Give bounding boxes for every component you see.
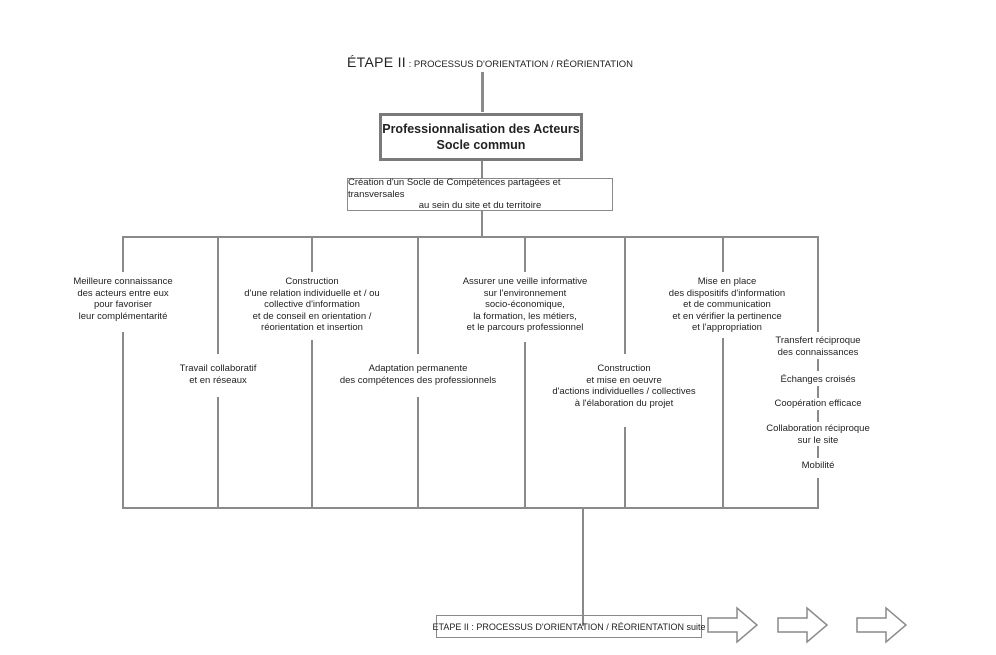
sub-box: Création d'un Socle de Compétences parta…: [347, 177, 613, 212]
connector-bottom-box: [582, 624, 584, 626]
drop-8: [817, 236, 819, 332]
top-bus: [122, 236, 819, 238]
node-line: socio-économique,: [485, 299, 565, 310]
node-line: la formation, les métiers,: [473, 310, 577, 322]
node-line: Mobilité: [801, 460, 835, 471]
node-line: à l'élaboration du projet: [574, 397, 674, 409]
lower-8: [817, 478, 819, 508]
node-line: sur le site: [797, 434, 839, 446]
node-line: et en réseaux: [189, 374, 247, 386]
node-line: des compétences des professionnels: [339, 374, 497, 386]
sub-box-line2: au sein du site et du territoire: [418, 200, 542, 212]
node-construction-relation: Construction d'une relation individuelle…: [232, 276, 392, 334]
lower-2: [217, 397, 219, 508]
sublist-connector-2: [817, 386, 819, 398]
node-travail-collaboratif: Travail collaboratif et en réseaux: [160, 363, 276, 386]
main-box-line1: Professionnalisation des Acteurs: [382, 122, 580, 136]
node-line: Construction: [597, 363, 651, 374]
lower-5: [524, 342, 526, 508]
title-process: : PROCESSUS D'ORIENTATION / RÉORIENTATIO…: [405, 59, 633, 70]
node-line: et de conseil en orientation /: [252, 310, 372, 322]
node-line: des dispositifs d'information: [668, 287, 786, 299]
lower-3: [311, 340, 313, 508]
lower-6: [624, 427, 626, 508]
node-line: sur l'environnement: [483, 287, 567, 299]
lower-1: [122, 332, 124, 508]
title-stage: ÉTAPE II: [347, 54, 406, 70]
lower-7: [722, 338, 724, 508]
node-veille-informative: Assurer une veille informative sur l'env…: [448, 276, 602, 334]
node-mise-en-place: Mise en place des dispositifs d'informat…: [654, 276, 800, 334]
node-line: leur complémentarité: [78, 310, 168, 322]
sublist-mobilite: Mobilité: [756, 460, 880, 472]
sub-box-line1: Création d'un Socle de Compétences parta…: [348, 177, 561, 200]
drop-3: [311, 236, 313, 272]
sublist-collaboration: Collaboration réciproque sur le site: [756, 423, 880, 446]
drop-1: [122, 236, 124, 272]
drop-5: [524, 236, 526, 272]
sublist-cooperation: Coopération efficace: [756, 398, 880, 410]
node-line: Collaboration réciproque: [766, 423, 870, 434]
connector-main-sub: [481, 161, 483, 178]
node-construction-mise-en-oeuvre: Construction et mise en oeuvre d'actions…: [542, 363, 706, 409]
node-line: Mise en place: [697, 276, 757, 287]
node-line: et mise en oeuvre: [586, 374, 662, 386]
arrow-right-icon: [707, 606, 759, 644]
drop-2: [217, 236, 219, 354]
node-line: Construction: [285, 276, 339, 287]
drop-6: [624, 236, 626, 354]
lower-4: [417, 397, 419, 508]
sublist-connector-3: [817, 410, 819, 422]
node-line: pour favoriser: [93, 299, 153, 310]
drop-4: [417, 236, 419, 354]
connector-sub-bus: [481, 211, 483, 236]
connector-title-main: [481, 72, 484, 112]
node-line: des acteurs entre eux: [77, 287, 169, 299]
node-line: Échanges croisés: [780, 374, 856, 385]
node-line: Coopération efficace: [774, 398, 862, 409]
node-line: des connaissances: [777, 346, 859, 358]
connector-bus-bottom: [582, 508, 584, 626]
bottom-box: ETAPE II : PROCESSUS D'ORIENTATION / RÉO…: [433, 615, 705, 638]
node-line: Transfert réciproque: [775, 335, 861, 346]
node-line: d'une relation individuelle et / ou: [244, 287, 380, 299]
node-line: et l'appropriation: [692, 322, 762, 333]
node-line: Travail collaboratif: [179, 363, 257, 374]
diagram-title: ÉTAPE II : PROCESSUS D'ORIENTATION / RÉO…: [300, 54, 680, 72]
node-line: collective d'information: [264, 299, 360, 310]
node-line: et le parcours professionnel: [466, 322, 584, 333]
bottom-bus: [122, 507, 819, 509]
node-line: Adaptation permanente: [368, 363, 468, 374]
main-box-line2: Socle commun: [436, 138, 526, 152]
sublist-connector-1: [817, 359, 819, 371]
sublist-transfert: Transfert réciproque des connaissances: [756, 335, 880, 358]
sublist-connector-4: [817, 446, 819, 458]
node-line: et de communication: [683, 299, 771, 310]
node-meilleure-connaissance: Meilleure connaissance des acteurs entre…: [56, 276, 190, 322]
node-adaptation-permanente: Adaptation permanente des compétences de…: [330, 363, 506, 386]
node-line: et en vérifier la pertinence: [672, 310, 782, 322]
main-box: Professionnalisation des Acteurs Socle c…: [379, 113, 583, 161]
arrow-right-icon: [777, 606, 829, 644]
node-line: d'actions individuelles / collectives: [552, 386, 696, 397]
node-line: réorientation et insertion: [261, 322, 363, 333]
drop-7: [722, 236, 724, 272]
arrow-right-icon: [856, 606, 908, 644]
node-line: Assurer une veille informative: [462, 276, 588, 287]
node-line: Meilleure connaissance: [73, 276, 173, 287]
sublist-echanges: Échanges croisés: [756, 374, 880, 386]
